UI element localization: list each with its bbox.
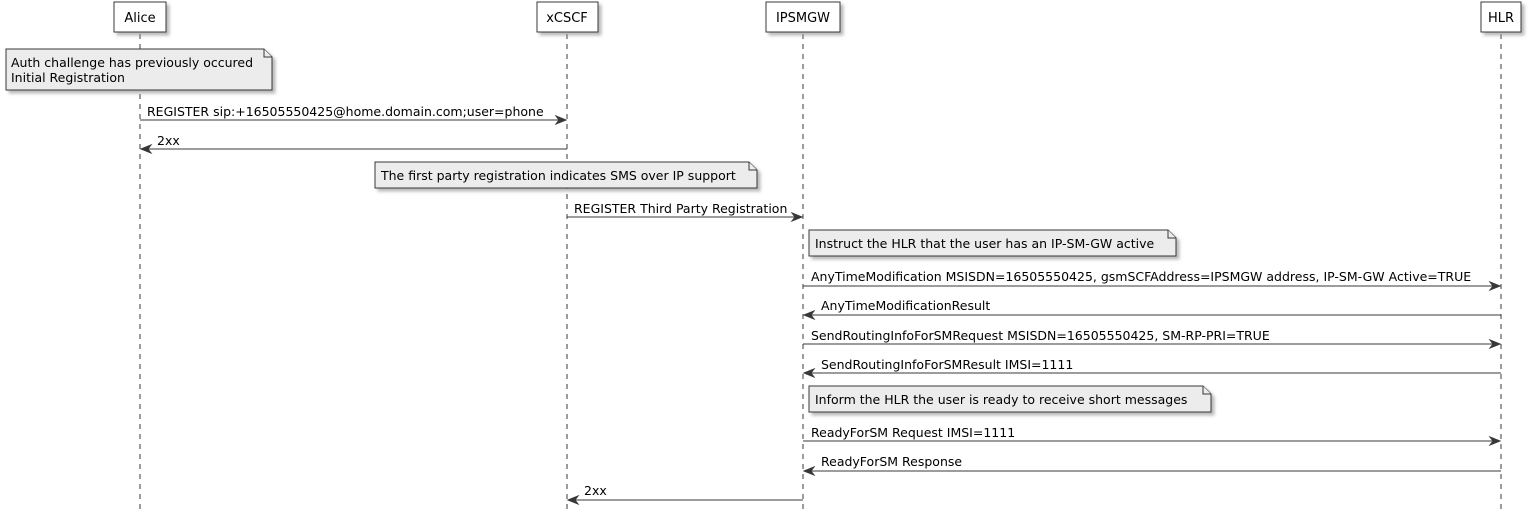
- note-auth-challenge: Auth challenge has previously occured In…: [5, 48, 273, 91]
- arrow-left-icon: [139, 143, 153, 155]
- message-ready-for-sm-response: ReadyForSM Response: [802, 454, 1501, 477]
- message-2xx-to-alice: 2xx: [139, 133, 567, 155]
- message-send-routing-info-result: SendRoutingInfoForSMResult IMSI=1111: [802, 357, 1501, 379]
- message-send-routing-info-request: SendRoutingInfoForSMRequest MSISDN=16505…: [803, 328, 1502, 350]
- note-line: Auth challenge has previously occured: [11, 55, 253, 70]
- note-line: Initial Registration: [11, 70, 125, 85]
- participant-hlr: HLR: [1480, 1, 1522, 33]
- message-any-time-modification: AnyTimeModification MSISDN=16505550425, …: [803, 269, 1502, 292]
- message-label: 2xx: [157, 133, 180, 148]
- message-label: SendRoutingInfoForSMResult IMSI=1111: [821, 357, 1073, 372]
- arrow-right-icon: [1488, 280, 1502, 292]
- note-instruct-hlr: Instruct the HLR that the user has an IP…: [808, 229, 1177, 257]
- message-2xx-to-xcscf: 2xx: [566, 483, 803, 506]
- arrow-left-icon: [566, 494, 580, 506]
- message-label: AnyTimeModificationResult: [821, 298, 990, 313]
- message-ready-for-sm-request: ReadyForSM Request IMSI=1111: [803, 425, 1502, 447]
- arrow-right-icon: [1488, 338, 1502, 350]
- message-register-initial: REGISTER sip:+16505550425@home.domain.co…: [140, 104, 568, 126]
- note-line: The first party registration indicates S…: [380, 168, 736, 183]
- participants: Alice xCSCF IPSMGW HLR: [113, 1, 1522, 33]
- note-first-party-registration: The first party registration indicates S…: [374, 161, 758, 189]
- participant-label: HLR: [1488, 11, 1514, 26]
- arrow-right-icon: [554, 114, 568, 126]
- arrow-right-icon: [1488, 435, 1502, 447]
- arrow-left-icon: [802, 367, 816, 379]
- message-label: 2xx: [584, 483, 607, 498]
- message-label: ReadyForSM Response: [821, 454, 962, 469]
- message-label: REGISTER Third Party Registration: [574, 201, 787, 216]
- message-label: SendRoutingInfoForSMRequest MSISDN=16505…: [811, 328, 1270, 343]
- participant-ipsmgw: IPSMGW: [765, 1, 841, 33]
- note-line: Instruct the HLR that the user has an IP…: [815, 236, 1155, 251]
- participant-label: Alice: [124, 11, 155, 26]
- participant-label: IPSMGW: [776, 11, 830, 26]
- arrow-right-icon: [790, 211, 804, 223]
- arrow-left-icon: [802, 309, 816, 321]
- message-any-time-modification-result: AnyTimeModificationResult: [802, 298, 1501, 321]
- note-inform-hlr: Inform the HLR the user is ready to rece…: [808, 385, 1212, 413]
- participant-xcscf: xCSCF: [536, 1, 599, 33]
- messages: REGISTER sip:+16505550425@home.domain.co…: [139, 104, 1502, 506]
- message-label: ReadyForSM Request IMSI=1111: [811, 425, 1015, 440]
- message-label: AnyTimeModification MSISDN=16505550425, …: [811, 269, 1471, 284]
- note-line: Inform the HLR the user is ready to rece…: [815, 392, 1187, 407]
- message-register-third-party: REGISTER Third Party Registration: [567, 201, 804, 223]
- arrow-left-icon: [802, 465, 816, 477]
- participant-label: xCSCF: [546, 11, 588, 26]
- participant-alice: Alice: [113, 1, 167, 33]
- notes: Auth challenge has previously occured In…: [5, 48, 1212, 413]
- message-label: REGISTER sip:+16505550425@home.domain.co…: [147, 104, 544, 119]
